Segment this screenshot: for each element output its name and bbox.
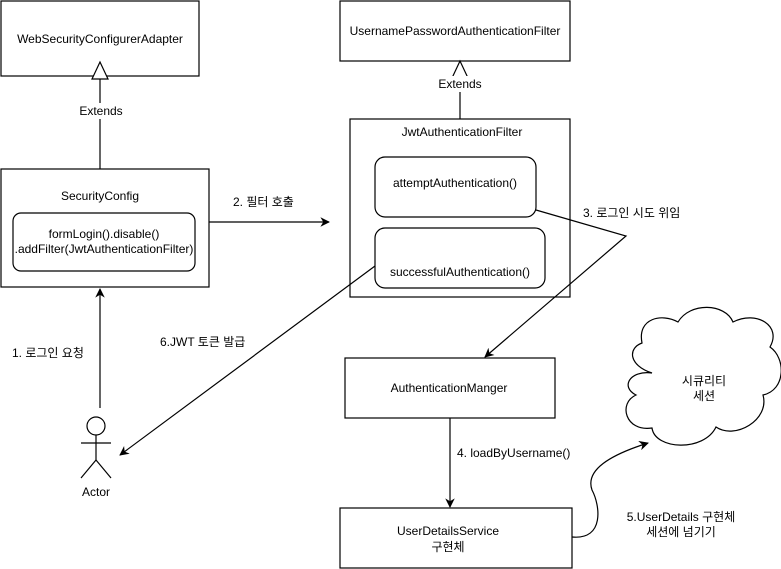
step4-label: 4. loadByUsername(): [457, 446, 570, 460]
step1-label: 1. 로그인 요청: [12, 346, 84, 360]
extends-right-label: Extends: [438, 77, 481, 91]
step5-label-line1: 5.UserDetails 구현체: [627, 510, 735, 524]
user-details-service-line1: UserDetailsService: [397, 524, 499, 538]
step6-edge: 6.JWT 토큰 발급: [119, 265, 376, 456]
successful-authentication-label: successfulAuthentication(): [390, 265, 530, 279]
security-config-inner-line1: formLogin().disable(): [49, 227, 160, 241]
successful-authentication-box: [374, 227, 546, 289]
jwt-authentication-filter-label: JwtAuthenticationFilter: [402, 125, 523, 139]
jwt-authentication-filter-node: JwtAuthenticationFilter attemptAuthentic…: [349, 118, 571, 298]
extends-left-label: Extends: [79, 104, 122, 118]
security-config-inner-line2: .addFilter(JwtAuthenticationFilter): [15, 242, 194, 256]
extends-left-edge: Extends: [76, 60, 126, 169]
step3-edge: 3. 로그인 시도 위임: [484, 206, 680, 358]
user-details-service-node: UserDetailsService 구현체: [339, 507, 573, 569]
security-config-node: SecurityConfig formLogin().disable() .ad…: [0, 168, 210, 288]
step1-edge: 1. 로그인 요청: [12, 288, 105, 408]
attempt-authentication-label: attemptAuthentication(): [393, 176, 517, 190]
security-session-line2: 세션: [693, 389, 715, 403]
web-security-configurer-adapter-label: WebSecurityConfigurerAdapter: [17, 32, 183, 46]
step2-label: 2. 필터 호출: [233, 195, 294, 209]
security-config-label: SecurityConfig: [61, 189, 139, 203]
step5-label-line2: 세션에 넘기기: [646, 525, 716, 539]
username-password-authentication-filter-node: UsernamePasswordAuthenticationFilter: [339, 0, 571, 62]
user-details-service-line2: 구현체: [431, 540, 464, 554]
security-session-line1: 시큐리티: [682, 374, 726, 388]
step4-edge: 4. loadByUsername(): [445, 418, 570, 508]
step2-edge: 2. 필터 호출: [209, 195, 330, 227]
extends-right-edge: Extends: [437, 59, 485, 119]
security-config-inner-box: [12, 212, 196, 272]
step3-label: 3. 로그인 시도 위임: [583, 206, 680, 220]
authentication-manager-node: AuthenticationManger: [344, 357, 556, 419]
username-password-authentication-filter-label: UsernamePasswordAuthenticationFilter: [350, 24, 561, 38]
authentication-manager-label: AuthenticationManger: [391, 381, 508, 395]
security-session-cloud: 시큐리티 세션: [625, 306, 781, 446]
step6-label: 6.JWT 토큰 발급: [160, 335, 245, 349]
step5-edge: 5.UserDetails 구현체 세션에 넘기기: [571, 441, 735, 539]
attempt-authentication-box: [374, 156, 537, 218]
actor-label: Actor: [82, 485, 110, 499]
actor-figure: Actor: [80, 416, 112, 499]
